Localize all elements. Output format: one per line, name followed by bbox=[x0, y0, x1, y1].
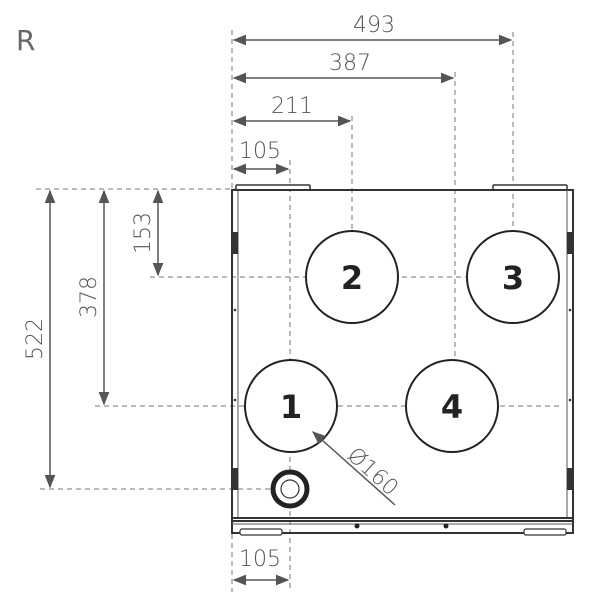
left-dimensions: 522 378 153 bbox=[23, 189, 164, 489]
port-2: 2 bbox=[305, 230, 399, 324]
port-3: 3 bbox=[466, 230, 560, 324]
port-4: 4 bbox=[405, 359, 499, 453]
dim-105-bottom: 105 bbox=[239, 547, 281, 572]
port-3-label: 3 bbox=[502, 259, 524, 297]
dim-378: 378 bbox=[77, 276, 102, 318]
dim-387: 387 bbox=[329, 51, 371, 76]
diameter-label: Ø160 bbox=[342, 443, 403, 501]
bottom-dimension: 105 bbox=[232, 547, 290, 586]
dim-211: 211 bbox=[271, 94, 313, 119]
dim-153: 153 bbox=[131, 212, 156, 254]
port-1: 1 bbox=[244, 359, 338, 453]
port-4-label: 4 bbox=[441, 388, 463, 426]
dim-105-top: 105 bbox=[239, 139, 281, 164]
port-2-label: 2 bbox=[341, 259, 363, 297]
side-label: R bbox=[16, 24, 35, 57]
condensate-drain bbox=[270, 469, 310, 509]
dim-493: 493 bbox=[353, 13, 395, 38]
diameter-leader: Ø160 bbox=[311, 431, 403, 506]
port-1-label: 1 bbox=[280, 388, 302, 426]
top-dimensions: 493 387 211 105 bbox=[232, 13, 513, 175]
dim-522: 522 bbox=[23, 318, 48, 360]
unit-body bbox=[231, 184, 574, 536]
